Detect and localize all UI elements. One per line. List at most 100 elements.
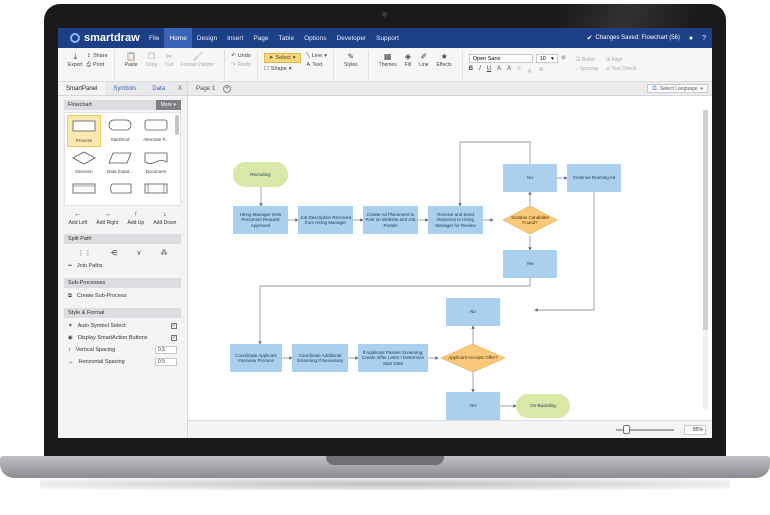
menu-home[interactable]: Home (164, 28, 192, 48)
shape-more-2[interactable] (103, 179, 137, 211)
vertical-scrollbar[interactable] (703, 110, 708, 410)
zoom-slider-track[interactable] (616, 429, 674, 431)
create-sub-process-button[interactable]: ⧉ Create Sub-Process (68, 292, 177, 300)
bullet-button[interactable]: ☰ Bullet (576, 57, 595, 63)
decrease-font-button[interactable]: A (507, 66, 512, 72)
export-button[interactable]: ⤓ Export (64, 50, 86, 70)
split-branch-icon[interactable]: ⋎ (136, 250, 142, 257)
color-picker-icon[interactable]: ◉ (560, 55, 566, 61)
more-button[interactable]: More ▾ (155, 100, 181, 110)
format-painter-button[interactable]: 🖌Format Painter (177, 50, 218, 70)
underline-button[interactable]: U (486, 66, 492, 72)
styles-button[interactable]: ✎Styles (340, 50, 362, 70)
menu-design[interactable]: Design (196, 34, 218, 42)
fill-button[interactable]: ◈Fill (401, 50, 415, 70)
select-tool-button[interactable]: ➤Select▾ (263, 52, 301, 63)
cut-button[interactable]: ✂Cut (161, 50, 177, 70)
join-paths-button[interactable]: •• Join Paths (68, 262, 177, 270)
node-yes-1[interactable]: Yes (503, 250, 557, 278)
horizontal-spacing-input[interactable]: 0.5 (155, 358, 177, 366)
add-left-button[interactable]: ←Add Left (69, 211, 88, 226)
copy-button[interactable]: ❐Copy (142, 50, 162, 70)
node-coordinate-screening[interactable]: Coordinate Additional Screening If Neces… (292, 344, 348, 372)
tab-smartpanel[interactable]: SmartPanel (58, 82, 106, 95)
close-panel-button[interactable]: X (178, 85, 183, 92)
clear-format-icon[interactable]: ⊘ (538, 67, 544, 73)
shape-more-3[interactable] (139, 179, 173, 211)
display-smartaction-checkbox[interactable]: ✓ (171, 335, 177, 341)
node-no-2[interactable]: No (446, 298, 500, 326)
shape-document[interactable]: Document (139, 147, 173, 179)
tab-page-1[interactable]: Page 1 (196, 85, 216, 92)
menu-developer[interactable]: Developer (336, 34, 367, 42)
split-3-icon[interactable]: ⋲ (110, 250, 118, 257)
shape-alternate-process[interactable]: Alternate P... (139, 115, 173, 147)
font-family-select[interactable]: Open Sans (468, 54, 533, 63)
bold-button[interactable]: B (468, 66, 474, 72)
menu-file[interactable]: File (149, 34, 160, 42)
paste-button[interactable]: 📋Paste (121, 50, 142, 70)
tab-symbols[interactable]: Symbols (113, 85, 137, 92)
themes-button[interactable]: ▦Themes (375, 50, 401, 70)
node-yes-2[interactable]: Yes (446, 392, 500, 420)
node-onboarding[interactable]: On-Boarding (516, 394, 570, 418)
share-label: Share (93, 52, 108, 59)
tab-data[interactable]: Data (152, 85, 166, 92)
text-case-icon[interactable]: Ａ (526, 69, 533, 75)
zoom-slider-handle[interactable] (622, 425, 630, 434)
node-job-description[interactable]: Job Description Received from Hiring Man… (298, 206, 353, 234)
add-page-icon[interactable]: + (223, 84, 232, 93)
node-recruiting[interactable]: Recruiting (233, 162, 288, 187)
node-continue-ad[interactable]: Continue Running Ad (567, 164, 621, 192)
line-tool-button[interactable]: ╲Line▾ (306, 52, 328, 59)
align-button[interactable]: ⊞ Align (605, 57, 623, 63)
notification-icon[interactable]: ● (688, 34, 694, 42)
split-tree-icon[interactable]: ⁂ (160, 250, 168, 257)
add-right-button[interactable]: →Add Right (96, 211, 118, 226)
app-logo[interactable]: smartdraw (58, 32, 144, 44)
shape-more-1[interactable] (67, 179, 101, 211)
add-up-button[interactable]: ↑Add Up (128, 211, 145, 226)
redo-button[interactable]: ↷Redo (231, 62, 251, 68)
shape-tool-button[interactable]: ☐Shape▾ (263, 65, 292, 72)
node-hiring-request[interactable]: Hiring Manager Gets Personnel Request Ap… (233, 206, 288, 234)
text-align-icon[interactable]: ≡ (517, 66, 521, 72)
node-coordinate-interview[interactable]: Coordinate Applicant Interview Process (230, 344, 282, 372)
node-create-ad[interactable]: Create Ad Placement to Post on Website a… (363, 206, 418, 234)
increase-font-button[interactable]: A (497, 66, 502, 72)
zoom-level-input[interactable]: 85% (684, 425, 706, 435)
auto-symbol-checkbox[interactable]: ✓ (171, 323, 177, 329)
node-no-1[interactable]: No (503, 164, 557, 192)
menu-insert[interactable]: Insert (227, 34, 244, 42)
help-icon[interactable]: ? (702, 34, 706, 42)
node-receive-resumes[interactable]: Receive and Send Resumes to Hiring Manag… (428, 206, 483, 234)
vertical-spacing-input[interactable]: 0.5 (155, 346, 177, 354)
share-button[interactable]: ⇪Share (86, 53, 107, 59)
shape-process[interactable]: Process (67, 115, 101, 147)
split-2-icon[interactable]: ⋮⋮ (77, 250, 92, 257)
shape-start-end[interactable]: Start/End (103, 115, 137, 147)
menu-options[interactable]: Options (304, 34, 327, 42)
effects-button[interactable]: ★Effects (433, 50, 456, 70)
undo-button[interactable]: ↶Undo (231, 53, 251, 59)
shape-decision[interactable]: Decision (67, 147, 101, 179)
add-down-button[interactable]: ↓Add Down (153, 211, 176, 226)
menu-table[interactable]: Table (278, 34, 295, 42)
spacing-button[interactable]: ↕ Spacing (576, 66, 598, 72)
node-offer-letter[interactable]: If Applicant Passes Screening, Create Of… (358, 344, 428, 372)
print-button[interactable]: ⎙Print (86, 62, 107, 69)
font-size-select[interactable]: 10▾ (535, 54, 558, 63)
drawing-canvas[interactable]: Recruiting Hiring Manager Gets Personnel… (188, 96, 712, 420)
decision-accepts-shape[interactable] (440, 343, 506, 373)
decision-suitable-shape[interactable] (502, 205, 558, 235)
menu-support[interactable]: Support (376, 34, 399, 42)
line-style-button[interactable]: ✐Line (415, 50, 432, 70)
text-direction-button[interactable]: ⇄ Text Directi (605, 66, 637, 72)
shape-library-scrollbar[interactable] (175, 115, 179, 135)
menu-page[interactable]: Page (253, 34, 269, 42)
vertical-scroll-thumb[interactable] (703, 110, 708, 330)
shape-data-input[interactable]: Data (Input... (103, 147, 137, 179)
italic-button[interactable]: I (479, 66, 481, 72)
